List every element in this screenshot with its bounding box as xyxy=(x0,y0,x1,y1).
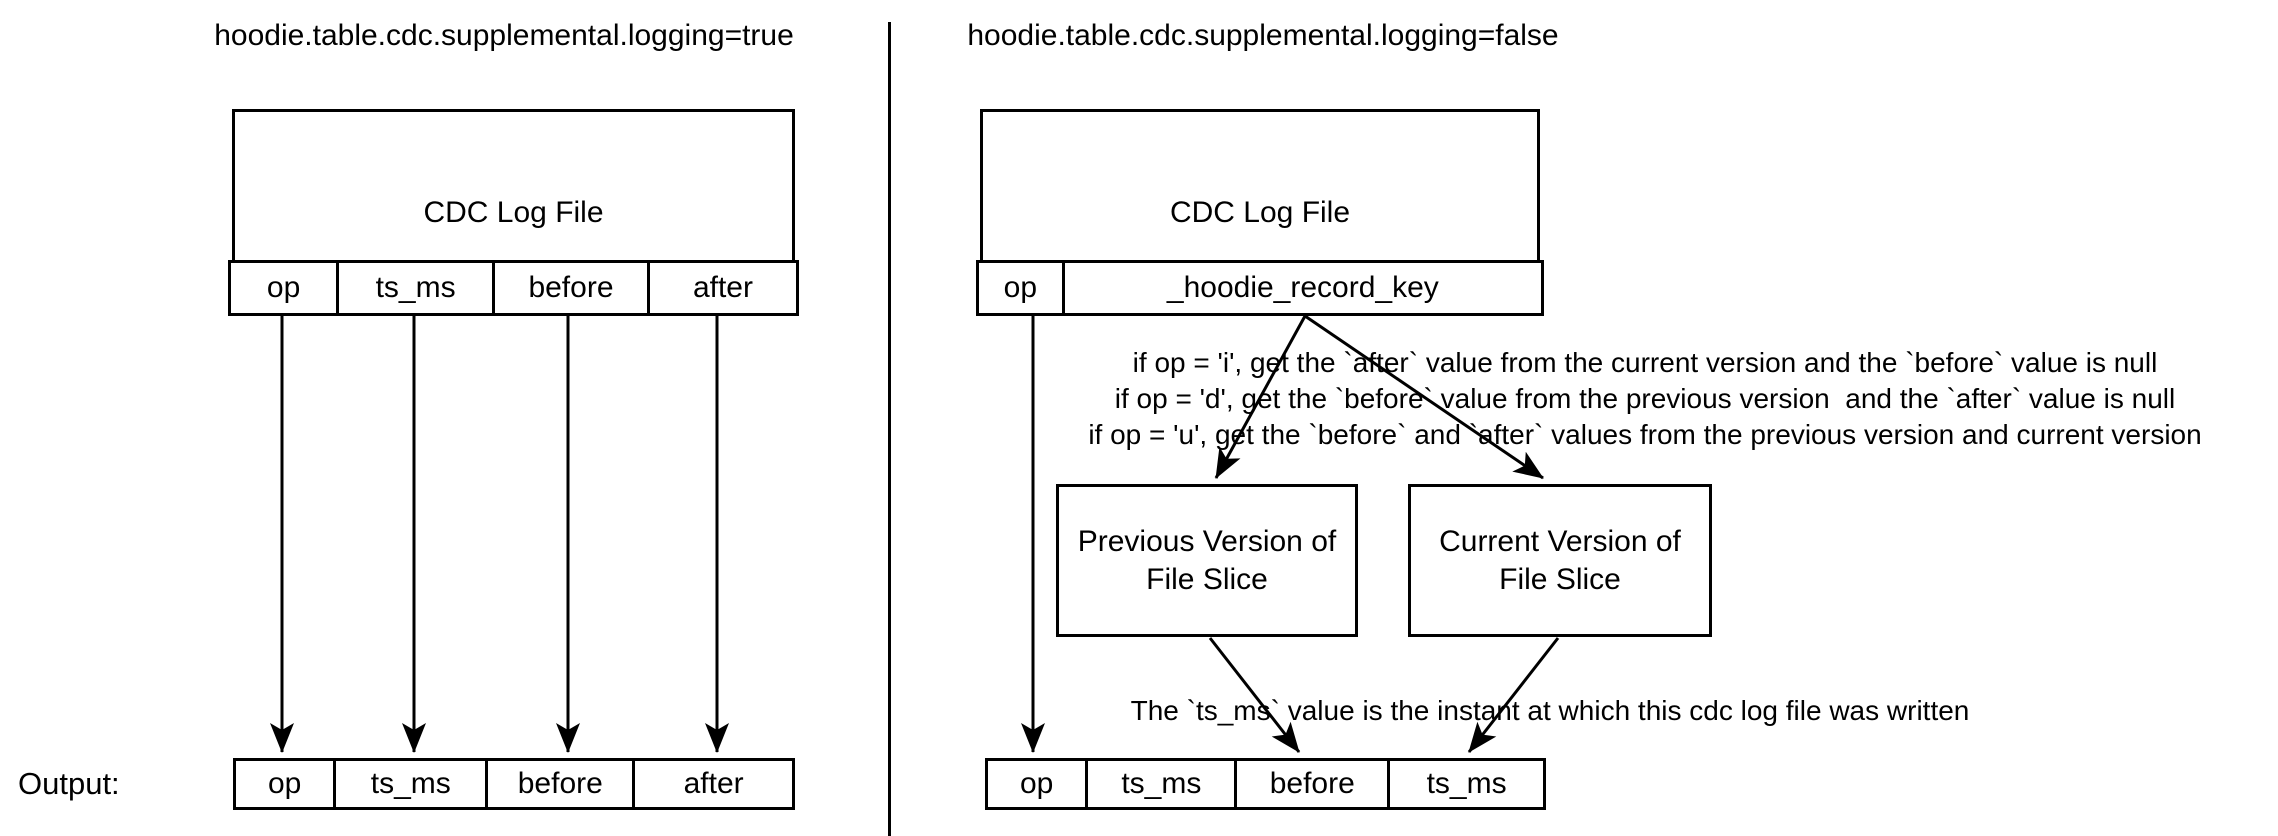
cdc-columns-band-right: op _hoodie_record_key xyxy=(976,260,1544,316)
column-cell-op-right: op xyxy=(1003,271,1038,304)
output-label: Output: xyxy=(18,766,120,801)
column-cell-before: before xyxy=(492,263,647,313)
left-panel-title: hoodie.table.cdc.supplemental.logging=tr… xyxy=(214,19,794,52)
cdc-log-file-label-left: CDC Log File xyxy=(423,195,604,229)
output-cell-after: after xyxy=(632,761,792,807)
column-cell-ts-ms: ts_ms xyxy=(336,263,492,313)
output-cell-ts-ms: ts_ms xyxy=(333,761,485,807)
output-row-right: op ts_ms before ts_ms xyxy=(985,758,1546,810)
column-cell-after: after xyxy=(646,263,796,313)
output-cell-ts-ms-right: ts_ms xyxy=(1085,761,1234,807)
output-cell-before-right: before xyxy=(1234,761,1387,807)
output-cell-before: before xyxy=(485,761,632,807)
op-rules-text: if op = 'i', get the `after` value from … xyxy=(950,345,2278,453)
column-cell-hoodie-record-key: _hoodie_record_key xyxy=(1061,263,1541,313)
ts-ms-note: The `ts_ms` value is the instant at whic… xyxy=(1130,695,1970,726)
output-cell-ts-ms-2-right: ts_ms xyxy=(1387,761,1543,807)
previous-version-line2: File Slice xyxy=(1146,562,1268,596)
rule-update: if op = 'u', get the `before` and `after… xyxy=(1088,419,2202,450)
previous-version-line1: Previous Version of xyxy=(1077,524,1337,558)
output-row-left: op ts_ms before after xyxy=(233,758,795,810)
column-cell-op: op xyxy=(266,271,301,304)
rule-insert: if op = 'i', get the `after` value from … xyxy=(1132,347,2158,378)
cdc-log-file-label-right: CDC Log File xyxy=(1169,195,1351,229)
current-version-line1: Current Version of xyxy=(1439,524,1681,558)
right-panel-title: hoodie.table.cdc.supplemental.logging=fa… xyxy=(967,19,1559,52)
previous-version-box: Previous Version of File Slice xyxy=(1056,484,1358,637)
current-version-box: Current Version of File Slice xyxy=(1408,484,1712,637)
output-cell-op: op xyxy=(267,767,302,800)
rule-delete: if op = 'd', get the `before` value from… xyxy=(1114,383,2176,414)
output-cell-op-right: op xyxy=(1019,767,1054,800)
current-version-line2: File Slice xyxy=(1499,562,1621,596)
cdc-columns-band-left: op ts_ms before after xyxy=(228,260,799,316)
panel-separator-line xyxy=(888,22,891,836)
